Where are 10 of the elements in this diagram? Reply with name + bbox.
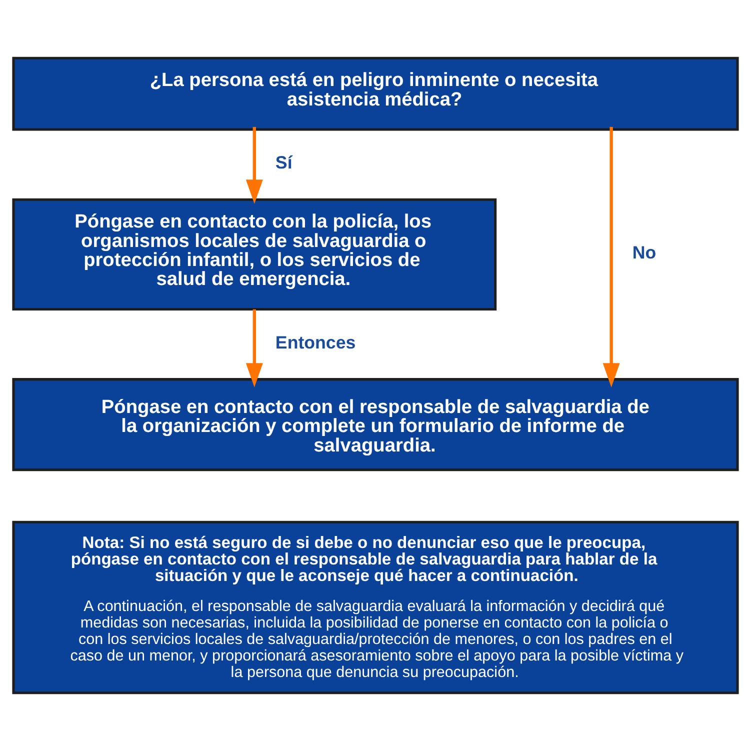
arrow (246, 309, 263, 388)
node-box: Póngase en contacto con la policía, los organismos locales de salvaguardia o protección infantil, o los servicios de salud de emergencia. (12, 198, 497, 310)
arrow (602, 126, 620, 388)
node-box: Póngase en contacto con el responsable de salvaguardia de la organización y complete un formulario de informe de salvaguardia. (12, 378, 739, 472)
node-box: Nota: Si no está seguro de si debe o no denunciar eso que le preocupa, póngase en contacto con el responsable de salvaguardia para hablar de la situación y que le aconseje qué hacer a continuación. A continuación, el responsable de salvaguardia evaluará la información y decidirá qué medidas son necesarias, incluida la posibilidad de ponerse en contacto con la policía o con los servicios locales de salvaguardia/protección de menores, o con los padres en el caso de un menor, y proporcionará asesoramiento sobre el apoyo para la posible víctima y la persona que denuncia su preocupación. (12, 520, 739, 694)
arrow (246, 126, 263, 204)
edge-label: No (632, 242, 656, 262)
edge-label: Sí (275, 152, 292, 173)
edge-label: Entonces (275, 332, 356, 352)
node-box: ¿La persona está en peligro inminente o necesita asistencia médica? (12, 56, 739, 131)
